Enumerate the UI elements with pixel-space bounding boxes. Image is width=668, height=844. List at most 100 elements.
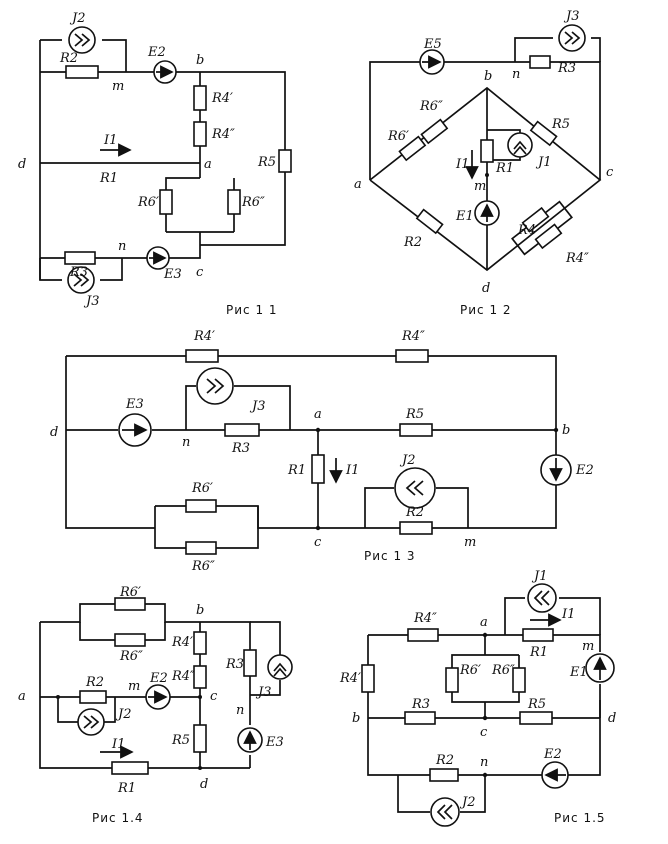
emf-source-e3	[118, 413, 152, 447]
label-r6pp: R6″	[119, 649, 143, 664]
label-r4pp: R4″	[401, 329, 425, 344]
resistor-r2	[399, 521, 433, 535]
node-label-m: m	[474, 179, 486, 194]
label-r4p: R4′	[211, 91, 233, 106]
label-r5: R5	[171, 733, 190, 748]
caption-fig-1-3: Рис 1 3	[364, 549, 416, 563]
label-e1: E1	[455, 209, 474, 224]
resistor-r4pp	[193, 121, 207, 147]
label-e2: E2	[147, 45, 166, 60]
label-r1: R1	[529, 645, 548, 660]
label-r1: R1	[287, 463, 306, 478]
label-i1: I1	[561, 607, 575, 622]
caption-fig-1-5: Рис 1.5	[554, 811, 606, 825]
node-label-n: n	[118, 239, 126, 254]
label-j1: J1	[535, 155, 551, 170]
current-source-j3	[196, 367, 234, 405]
label-i1: I1	[455, 157, 469, 172]
node-label-a: a	[204, 157, 212, 172]
label-e3: E3	[265, 735, 284, 750]
label-r2: R2	[435, 753, 454, 768]
resistor-r4pp	[395, 349, 429, 363]
resistor-r6p	[445, 667, 459, 693]
label-r2: R2	[85, 675, 104, 690]
resistor-r5	[399, 423, 433, 437]
resistor-r4p	[193, 85, 207, 111]
label-r4p: R4′	[193, 329, 215, 344]
resistor-r5	[193, 724, 207, 753]
figure-1-2: E5 J3 n R3 b R6″ R5 R6′ I1 R1 J1 a c m E…	[354, 9, 614, 317]
current-source-j3	[558, 24, 586, 52]
label-r4pp: R4″	[211, 127, 235, 142]
resistor-r2	[429, 768, 459, 782]
node-label-d: d	[18, 157, 26, 172]
node-label-m: m	[582, 639, 594, 654]
label-r5: R5	[551, 117, 570, 132]
emf-source-e3	[146, 246, 170, 270]
resistor-r1	[480, 139, 494, 163]
label-r2: R2	[403, 235, 422, 250]
label-r6pp: R6″	[191, 559, 215, 574]
emf-source-e2	[540, 454, 572, 486]
node-label-m: m	[464, 535, 476, 550]
resistor-r6p	[159, 189, 173, 215]
node-label-a: a	[354, 177, 362, 192]
node-label-n: n	[512, 67, 520, 82]
node-label-a: a	[18, 689, 26, 704]
node-label-b: b	[352, 711, 360, 726]
current-source-j1	[507, 132, 533, 158]
node-label-d: d	[482, 281, 490, 296]
resistor-r6pp	[114, 633, 146, 647]
label-r4p: R4′	[171, 635, 193, 650]
label-r6p: R6′	[459, 663, 481, 678]
figure-1-5: J1 R4″ a I1 R1 m E1 R4′ R6′ R6″ b R3 c R…	[339, 569, 616, 827]
caption-fig-1-4: Рис 1.4	[92, 811, 144, 825]
label-j3: J3	[249, 399, 265, 414]
node-label-n: n	[236, 703, 244, 718]
resistor-r5	[529, 120, 558, 147]
label-j2: J2	[69, 11, 85, 26]
label-r5: R5	[257, 155, 276, 170]
label-r3: R3	[231, 441, 250, 456]
label-r4pp: R4″	[565, 251, 589, 266]
current-source-j2	[77, 708, 105, 736]
current-source-j1	[527, 583, 557, 613]
label-e5: E5	[423, 37, 442, 52]
resistor-r4pp	[407, 628, 439, 642]
resistor-r2	[65, 65, 99, 79]
node-label-c: c	[480, 725, 488, 740]
node-label-m: m	[128, 679, 140, 694]
node-label-b: b	[196, 53, 204, 68]
label-r1: R1	[99, 171, 118, 186]
current-source-j2	[68, 26, 96, 54]
label-r5: R5	[527, 697, 546, 712]
label-r2: R2	[405, 505, 424, 520]
resistor-r2	[79, 690, 107, 704]
label-j3: J3	[563, 9, 579, 24]
label-j2: J2	[399, 453, 415, 468]
label-r1: R1	[117, 781, 136, 796]
current-source-j3	[67, 266, 95, 294]
label-j1: J1	[531, 569, 547, 584]
resistor-r2	[415, 208, 444, 235]
resistor-r3	[64, 251, 96, 265]
resistor-r4p	[193, 631, 207, 655]
resistor-r1	[111, 761, 149, 775]
current-source-j2	[394, 467, 436, 509]
label-r6p: R6′	[137, 195, 159, 210]
label-i1: I1	[111, 737, 125, 752]
node-label-c: c	[210, 689, 218, 704]
label-e2: E2	[149, 671, 168, 686]
label-r6p: R6′	[387, 129, 409, 144]
node-label-c: c	[606, 165, 614, 180]
label-r3: R3	[411, 697, 430, 712]
node-label-b: b	[196, 603, 204, 618]
resistor-r5	[278, 149, 292, 173]
resistor-r3	[243, 649, 257, 677]
label-e3: E3	[163, 267, 182, 282]
label-j2: J2	[115, 707, 131, 722]
caption-fig-1-2: Рис 1 2	[460, 303, 512, 317]
node-label-c: c	[196, 265, 204, 280]
figure-1-3: R4′ R4″ E3 J3 a R5 d n R3 b R1 I1 J2 E2 …	[50, 329, 594, 574]
